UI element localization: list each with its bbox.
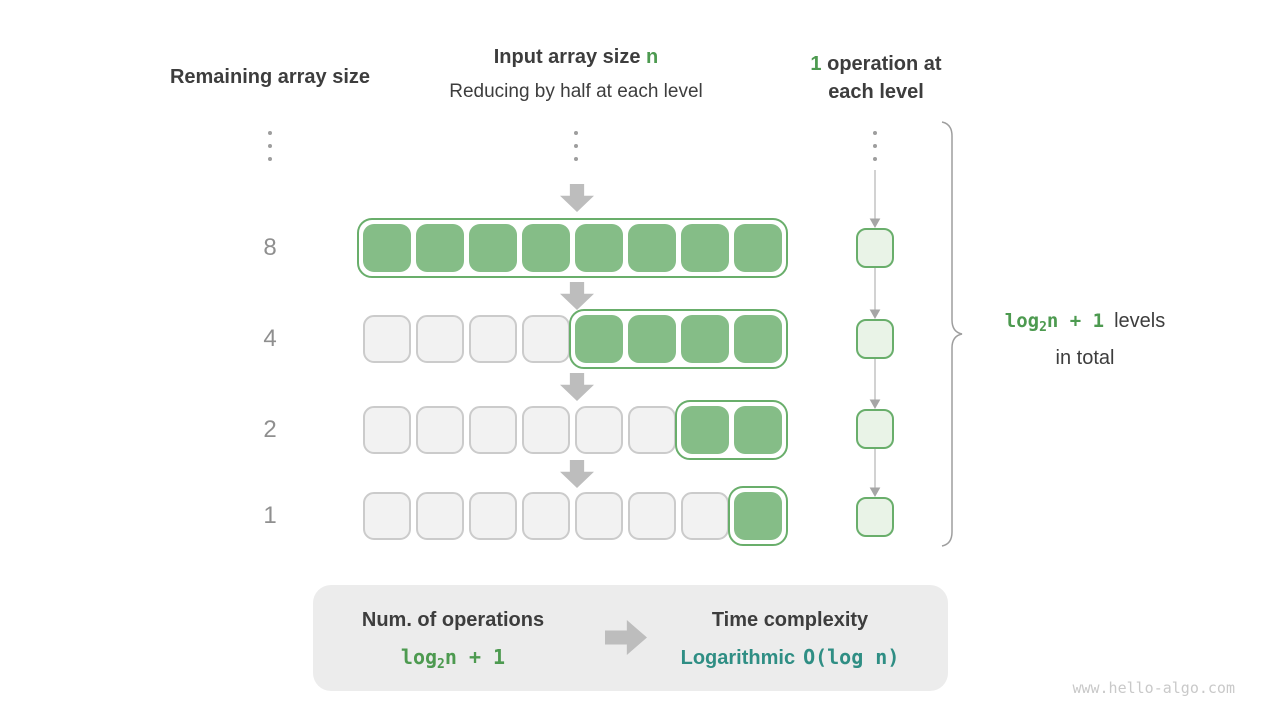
array-row-8: 8 xyxy=(0,218,1280,278)
array-cell-empty xyxy=(469,492,517,540)
summary-box: Num. of operations log2n + 1 Time comple… xyxy=(313,585,948,691)
levels-total-line2: in total xyxy=(1055,347,1115,369)
array-cell-active xyxy=(681,224,729,272)
array-cell-empty xyxy=(628,492,676,540)
array-cell-active xyxy=(416,224,464,272)
array-cell-active xyxy=(522,224,570,272)
ellipsis-icon xyxy=(268,131,272,161)
dot-icon xyxy=(574,131,578,135)
array-cells xyxy=(363,400,788,460)
dot-icon xyxy=(873,131,877,135)
array-cell-active xyxy=(363,224,411,272)
dot-icon xyxy=(268,131,272,135)
array-cell-active xyxy=(734,406,782,454)
array-cell-active xyxy=(575,224,623,272)
array-cell-empty xyxy=(522,315,570,363)
summary-complexity-title: Time complexity xyxy=(711,609,869,631)
active-subarray xyxy=(728,486,788,546)
dot-icon xyxy=(574,144,578,148)
ellipsis-icon xyxy=(873,131,877,161)
dot-icon xyxy=(873,157,877,161)
row-label: 1 xyxy=(263,502,277,529)
array-cell-empty xyxy=(469,406,517,454)
array-cell-empty xyxy=(628,406,676,454)
ellipsis-icon xyxy=(574,131,578,161)
header-n-accent: n xyxy=(646,46,659,68)
operation-box xyxy=(856,409,894,449)
header-center-line1: Input array size n xyxy=(493,46,659,68)
watermark: www.hello-algo.com xyxy=(1072,679,1235,697)
array-cells xyxy=(357,218,788,278)
active-subarray xyxy=(357,218,788,278)
array-cells xyxy=(363,309,788,369)
header-input-array-size: Input array size n Reducing by half at e… xyxy=(396,46,756,103)
header-left-text: Remaining array size xyxy=(169,66,371,88)
header-one-accent: 1 xyxy=(810,53,822,75)
summary-operations-formula: log2n + 1 xyxy=(400,645,506,672)
array-cells xyxy=(363,486,788,546)
active-subarray xyxy=(569,309,788,369)
array-cell-active xyxy=(681,406,729,454)
array-cell-empty xyxy=(363,315,411,363)
brace-icon xyxy=(941,121,963,547)
array-cell-active xyxy=(469,224,517,272)
array-cell-empty xyxy=(522,492,570,540)
header-center-line2: Reducing by half at each level xyxy=(449,81,703,102)
down-arrow-icon xyxy=(560,184,594,212)
array-cell-empty xyxy=(575,406,623,454)
dot-icon xyxy=(574,157,578,161)
array-row-1: 1 xyxy=(0,486,1280,546)
array-row-4: 4 xyxy=(0,309,1280,369)
array-cell-empty xyxy=(681,492,729,540)
row-label: 2 xyxy=(263,416,277,443)
array-cell-active xyxy=(628,224,676,272)
array-cell-active xyxy=(575,315,623,363)
array-cell-active xyxy=(734,224,782,272)
array-cell-active xyxy=(734,315,782,363)
dot-icon xyxy=(873,144,877,148)
array-cell-empty xyxy=(469,315,517,363)
array-cell-empty xyxy=(416,406,464,454)
array-cell-empty xyxy=(363,406,411,454)
array-cell-active xyxy=(628,315,676,363)
levels-formula: log2n + 1 xyxy=(1004,310,1105,335)
array-cell-empty xyxy=(363,492,411,540)
array-cell-empty xyxy=(416,492,464,540)
header-one-operation: 1 operation at each level xyxy=(786,50,966,106)
array-cell-active xyxy=(734,492,782,540)
array-cell-active xyxy=(681,315,729,363)
header-remaining-array-size: Remaining array size xyxy=(120,66,420,89)
header-right-line1: 1 operation at xyxy=(810,53,942,75)
array-row-2: 2 xyxy=(0,400,1280,460)
ops-connector-arrows-icon xyxy=(869,170,881,498)
row-label: 8 xyxy=(263,234,277,261)
active-subarray xyxy=(675,400,788,460)
down-arrow-icon xyxy=(560,282,594,310)
operation-box xyxy=(856,497,894,537)
dot-icon xyxy=(268,144,272,148)
operation-box xyxy=(856,228,894,268)
array-cell-empty xyxy=(575,492,623,540)
summary-operations: Num. of operations log2n + 1 xyxy=(313,609,593,672)
array-cell-empty xyxy=(522,406,570,454)
array-cell-empty xyxy=(416,315,464,363)
summary-operations-title: Num. of operations xyxy=(361,609,545,631)
operation-box xyxy=(856,319,894,359)
down-arrow-icon xyxy=(560,373,594,401)
row-label: 4 xyxy=(263,325,277,352)
dot-icon xyxy=(268,157,272,161)
header-right-line2: each level xyxy=(828,81,924,103)
down-arrow-icon xyxy=(560,460,594,488)
